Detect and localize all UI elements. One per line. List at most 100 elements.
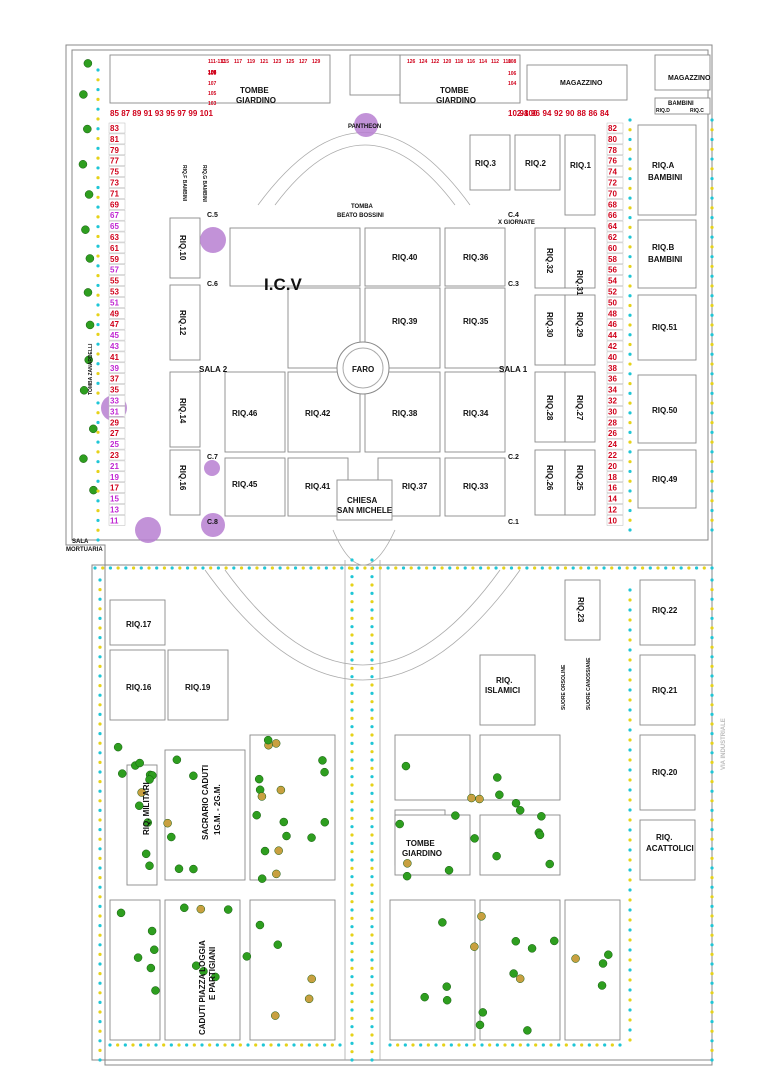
tomb-number: 51 xyxy=(110,298,119,307)
tomb-number-box xyxy=(108,504,126,515)
tomb-number-box xyxy=(606,471,624,483)
tomb-number-box xyxy=(606,406,624,417)
lamp xyxy=(350,841,354,845)
tomb-number-box xyxy=(606,482,624,493)
tomb-number-box xyxy=(606,340,624,352)
lamp xyxy=(350,866,354,870)
corner-c6: C.6 xyxy=(207,281,218,288)
lamp xyxy=(96,176,100,180)
lamp xyxy=(563,566,568,570)
lamp xyxy=(625,566,629,570)
tomb-number: 25 xyxy=(110,440,119,449)
lamp xyxy=(710,518,714,522)
tree xyxy=(255,920,265,930)
lamp xyxy=(710,294,714,298)
tree xyxy=(116,908,126,918)
lamp xyxy=(96,313,100,317)
tree xyxy=(307,833,316,842)
lamp xyxy=(664,566,668,570)
riq-12: RIQ.12 xyxy=(178,310,187,336)
lamp xyxy=(350,1025,354,1029)
lamp xyxy=(96,362,100,366)
lamp xyxy=(370,600,374,604)
tree xyxy=(143,818,152,827)
lamp xyxy=(710,196,714,200)
riq-14: RIQ.14 xyxy=(178,398,187,424)
tomb-number: 60 xyxy=(608,244,617,253)
tomb-number: 41 xyxy=(110,353,119,362)
lamp xyxy=(517,566,521,570)
lamp xyxy=(628,313,632,317)
lamp xyxy=(370,891,374,895)
lamp xyxy=(603,1043,607,1047)
lamp xyxy=(628,618,632,622)
lamp xyxy=(317,566,321,570)
tree xyxy=(81,225,90,234)
tomb-number: 103 xyxy=(208,101,217,107)
lamp xyxy=(93,566,97,570)
lamp xyxy=(710,712,714,717)
tree xyxy=(271,739,281,748)
lamp xyxy=(96,264,100,268)
lamp xyxy=(710,856,714,861)
lamp xyxy=(572,1043,576,1047)
suore2-label: SUORE CANOSSIANE xyxy=(586,657,592,710)
lamp xyxy=(628,137,632,142)
lamp xyxy=(628,391,632,395)
lamp xyxy=(710,430,714,434)
tree xyxy=(191,961,201,970)
tree xyxy=(401,761,411,771)
lamp xyxy=(209,566,213,570)
lamp xyxy=(710,597,714,601)
lamp xyxy=(710,808,714,813)
tomb-number: 101 xyxy=(200,109,214,118)
lamp xyxy=(378,566,382,570)
lamp xyxy=(96,528,100,532)
lamp xyxy=(98,578,102,582)
lamp xyxy=(571,566,575,570)
lamp xyxy=(370,808,374,812)
lamp xyxy=(284,1043,288,1047)
lamp xyxy=(628,808,632,812)
riq-acattolici-1: RIQ. xyxy=(656,833,672,842)
lamp xyxy=(96,78,100,82)
lamp xyxy=(710,981,714,985)
lamp xyxy=(710,626,714,630)
lamp xyxy=(350,633,354,637)
lamp xyxy=(350,891,354,895)
tomb-number-box xyxy=(108,362,126,374)
tree xyxy=(478,1008,488,1017)
tomb-number: 24 xyxy=(608,440,617,449)
tombe-giardino-right-1: TOMBE xyxy=(440,86,469,95)
lamp xyxy=(370,683,374,687)
lamp xyxy=(98,818,102,822)
lamp xyxy=(370,575,374,579)
tree xyxy=(145,861,154,871)
corner-c3: C.3 xyxy=(508,281,519,288)
lamp xyxy=(116,1043,120,1047)
lamp xyxy=(628,342,632,347)
tree xyxy=(511,798,521,808)
riq-b-1: RIQ.B xyxy=(652,243,674,252)
lamp xyxy=(628,362,632,366)
lamp xyxy=(154,1043,158,1047)
lamp xyxy=(628,235,632,239)
lamp xyxy=(231,1043,235,1047)
tree xyxy=(467,793,476,803)
tomb-number: 110 xyxy=(503,59,511,65)
lamp xyxy=(340,566,344,570)
tomb-number: 86 xyxy=(589,109,598,118)
lamp xyxy=(350,875,354,879)
lamp xyxy=(370,1041,374,1045)
bambini-top-label: BAMBINI xyxy=(668,101,694,107)
lamp xyxy=(98,1010,102,1014)
lamp xyxy=(628,460,632,464)
tomb-number-box xyxy=(606,166,624,177)
tomb-number-box xyxy=(606,231,624,243)
tomb-number: 82 xyxy=(608,124,617,133)
tree xyxy=(83,288,93,297)
riq-10: RIQ.10 xyxy=(178,235,187,261)
tree xyxy=(442,982,451,991)
lamp xyxy=(370,1016,374,1020)
lamp xyxy=(98,703,102,707)
